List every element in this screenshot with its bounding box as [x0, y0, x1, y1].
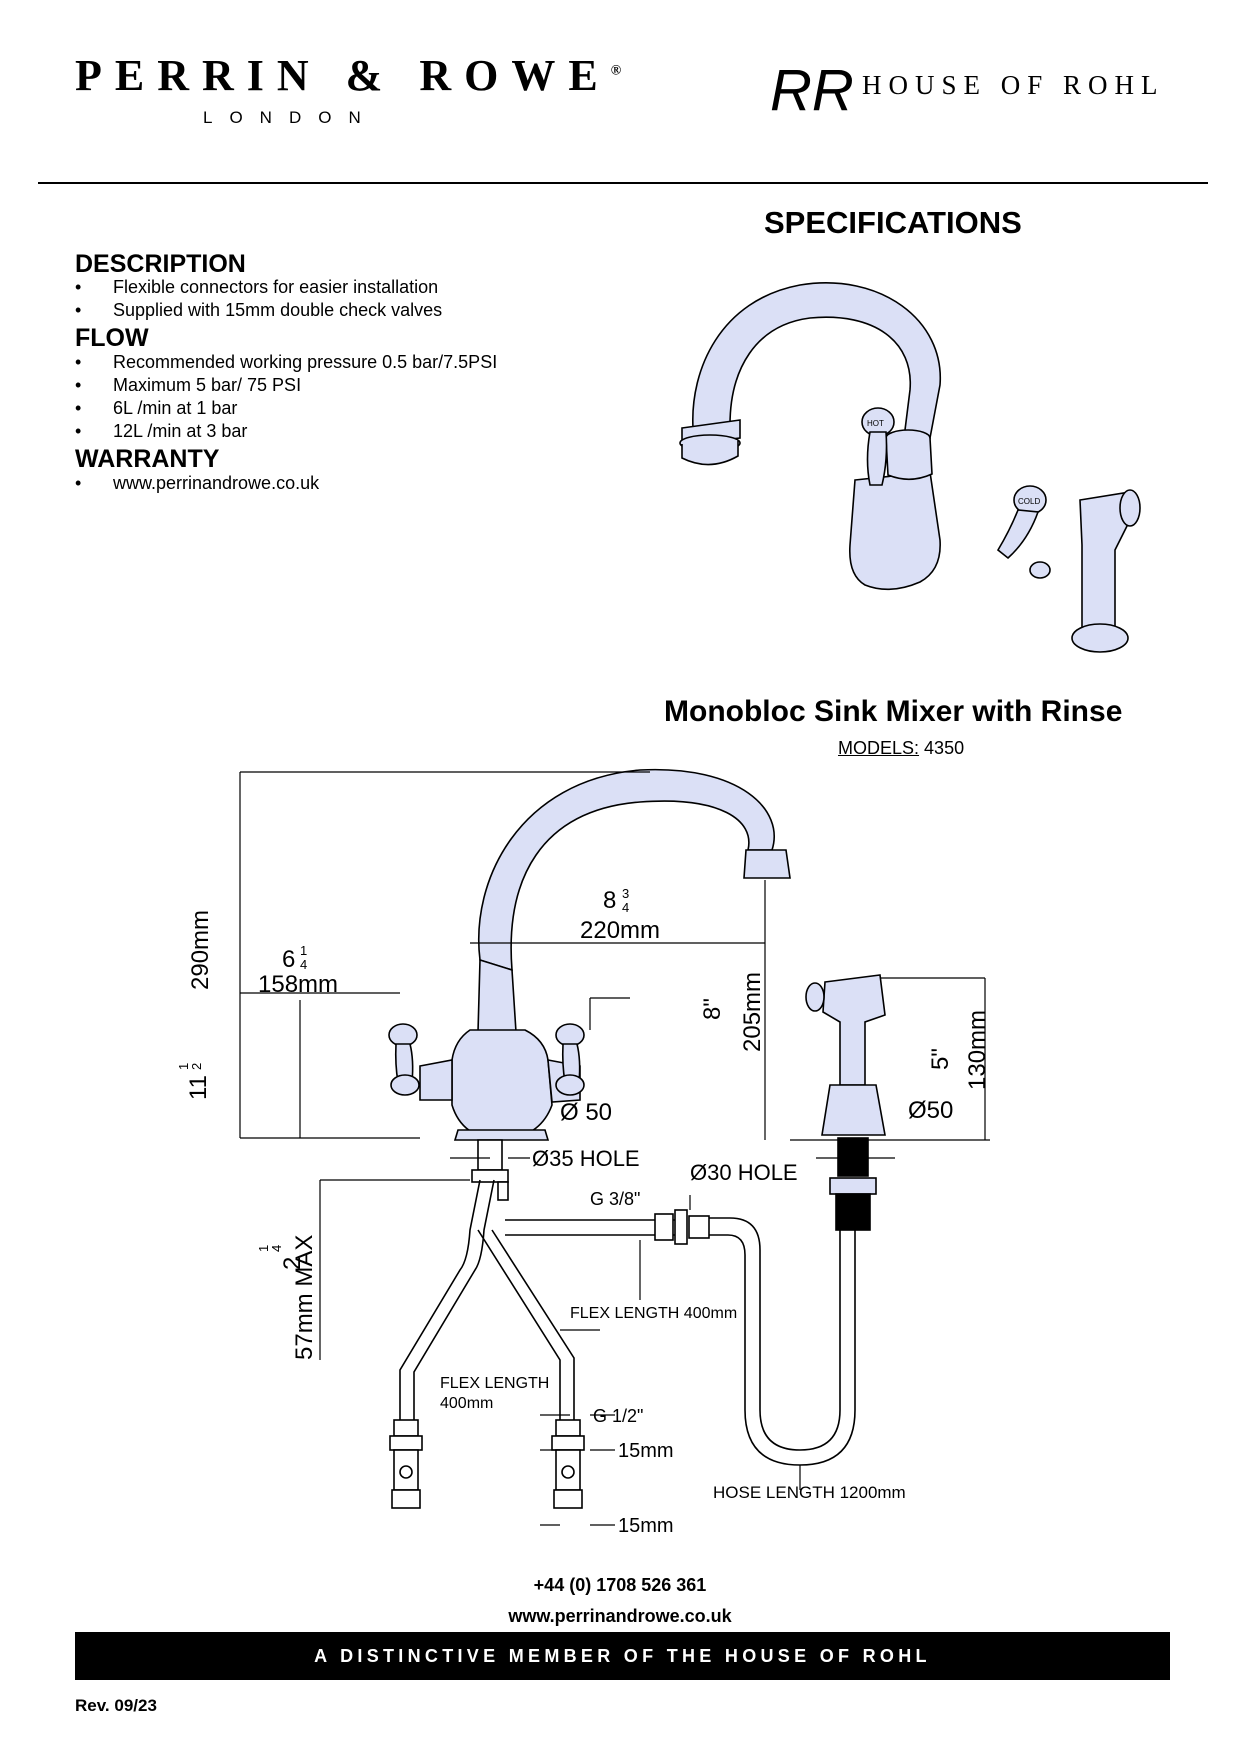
dim-reach-in-den: 4 [622, 900, 629, 915]
tap-tails [389, 1139, 710, 1509]
registered-mark: ® [610, 63, 622, 79]
product-illustration: HOT COLD [679, 282, 1141, 653]
list-item: 6L /min at 1 bar [75, 397, 497, 420]
dim-deck-in-den: 4 [269, 1245, 284, 1252]
dim-rinse-mm: 130mm [964, 1010, 991, 1090]
dim-reach-in-num: 3 [622, 886, 629, 901]
dim-spout-mm: 205mm [739, 972, 766, 1052]
spec-title: SPECIFICATIONS [764, 205, 1022, 240]
dim-deck-in-num: 1 [256, 1245, 271, 1252]
brand-logo: PERRIN & ROWE® [75, 50, 621, 101]
list-item: www.perrinandrowe.co.uk [75, 472, 319, 495]
section-heading-flow: FLOW [75, 324, 149, 352]
list-item: Maximum 5 bar/ 75 PSI [75, 374, 497, 397]
dim-flex-rinse: FLEX LENGTH 400mm [570, 1305, 737, 1322]
list-item: Flexible connectors for easier installat… [75, 276, 442, 299]
dimension-lines [239, 771, 990, 1526]
dim-base-dia: Ø 50 [560, 1099, 612, 1126]
technical-drawing: 290mm 11 1 2 6 1 4 158mm 8 3 4 220mm 8" … [176, 768, 991, 1537]
description-list: Flexible connectors for easier installat… [75, 276, 442, 322]
footer-phone: +44 (0) 1708 526 361 [533, 1575, 707, 1595]
dim-hole-rinse: Ø30 HOLE [690, 1160, 798, 1185]
partner-name: HOUSE OF ROHL [862, 70, 1165, 100]
footer-tagline-bar: A DISTINCTIVE MEMBER OF THE HOUSE OF ROH… [75, 1632, 1170, 1680]
rinse-tail [829, 1137, 877, 1231]
house-of-rohl-monogram: RR [770, 58, 854, 123]
dim-valve-2: 15mm [618, 1515, 674, 1537]
brand-subtitle: LONDON [203, 108, 378, 127]
brand-name: PERRIN & ROWE [75, 51, 611, 100]
dim-thread-tap: G 1/2" [593, 1406, 643, 1426]
dim-handle-in-den: 4 [300, 957, 307, 972]
list-item: Recommended working pressure 0.5 bar/7.5… [75, 351, 497, 374]
dim-deck-mm: 57mm MAX [291, 1235, 318, 1360]
section-heading-description: DESCRIPTION [75, 250, 246, 278]
section-heading-warranty: WARRANTY [75, 445, 220, 473]
product-name: Monobloc Sink Mixer with Rinse [664, 695, 1123, 728]
dim-thread-rinse: G 3/8" [590, 1189, 640, 1209]
models-label: MODELS: [838, 738, 920, 758]
dim-flex-tap-1: FLEX LENGTH [440, 1375, 549, 1392]
list-item: 12L /min at 3 bar [75, 420, 497, 443]
list-item: Supplied with 15mm double check valves [75, 299, 442, 322]
dim-reach-in: 8 [603, 887, 616, 914]
dim-handle-mm: 158mm [258, 971, 338, 998]
dim-rinse-dia: Ø50 [908, 1097, 953, 1124]
tap-front-view [388, 768, 791, 1141]
header-divider [38, 182, 1208, 184]
rinse-front-view [805, 974, 886, 1136]
cold-label: COLD [1018, 497, 1040, 506]
dim-spout-in: 8" [699, 998, 726, 1020]
dim-height-mm: 290mm [187, 910, 214, 990]
dim-hose: HOSE LENGTH 1200mm [713, 1483, 906, 1502]
models-line: MODELS: 4350 [838, 738, 964, 759]
warranty-list: www.perrinandrowe.co.uk [75, 472, 319, 495]
dim-deck-in: 2 [279, 1257, 306, 1270]
dim-valve-1: 15mm [618, 1440, 674, 1462]
hot-label: HOT [867, 419, 884, 428]
dim-hole-tap: Ø35 HOLE [532, 1146, 640, 1171]
dimension-labels: 290mm 11 1 2 6 1 4 158mm 8 3 4 220mm 8" … [176, 886, 991, 1537]
dim-height-in-num: 1 [176, 1063, 191, 1070]
flow-list: Recommended working pressure 0.5 bar/7.5… [75, 351, 497, 443]
models-value: 4350 [924, 738, 965, 758]
dim-flex-tap-2: 400mm [440, 1395, 493, 1412]
dim-reach-mm: 220mm [580, 917, 660, 944]
footer-website[interactable]: www.perrinandrowe.co.uk [508, 1606, 732, 1626]
monogram-text: RR [770, 58, 854, 123]
revision: Rev. 09/23 [75, 1696, 157, 1715]
dim-handle-in: 6 [282, 946, 295, 973]
dim-height-in-den: 2 [189, 1063, 204, 1070]
dim-rinse-in: 5" [927, 1048, 954, 1070]
dim-handle-in-num: 1 [300, 943, 307, 958]
dim-height-in: 11 [185, 1075, 212, 1100]
